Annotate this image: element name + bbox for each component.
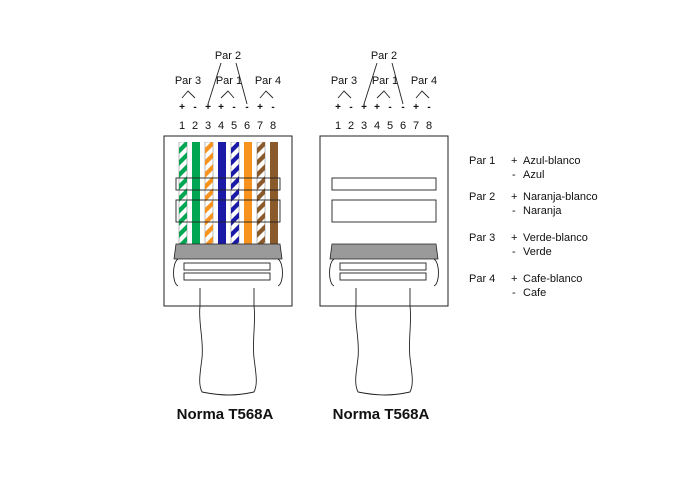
pin-1-polarity: + xyxy=(179,102,185,113)
pin-2-number: 2 xyxy=(192,120,198,132)
pin-6-number: 6 xyxy=(400,120,406,132)
legend-minus-sign: - xyxy=(512,169,516,181)
wire-group xyxy=(178,142,278,244)
legend-minus-sign: - xyxy=(512,287,516,299)
connector-clip xyxy=(173,243,283,260)
connector-clip xyxy=(329,243,439,260)
pin-7-polarity: + xyxy=(257,102,263,113)
legend-minus-sign: - xyxy=(512,205,516,217)
pin-1-number: 1 xyxy=(179,120,185,132)
legend-plus-sign: + xyxy=(511,232,517,244)
pin-6-polarity: - xyxy=(245,102,248,113)
wire-1 xyxy=(178,142,188,244)
pair-bracket-lines xyxy=(337,62,430,105)
legend-pair-name: Par 4 xyxy=(469,273,495,285)
pin-2-polarity: - xyxy=(349,102,352,113)
pair-1-label: Par 1 xyxy=(216,75,242,87)
legend-minus-color: Cafe xyxy=(523,287,546,299)
legend-plus-sign: + xyxy=(511,273,517,285)
wire-2 xyxy=(192,142,200,244)
wire-guide-bands xyxy=(175,177,281,223)
legend-plus-sign: + xyxy=(511,155,517,167)
legend-row-1: Par 1 + Azul-blanco-Azul xyxy=(469,155,580,181)
pin-5-number: 5 xyxy=(387,120,393,132)
pin-2-polarity: - xyxy=(193,102,196,113)
pin-7-number: 7 xyxy=(257,120,263,132)
pin-4-number: 4 xyxy=(218,120,224,132)
legend-plus-color: Verde-blanco xyxy=(523,232,588,244)
pin-3-polarity: + xyxy=(205,102,211,113)
network-cable xyxy=(355,288,413,396)
wire-4 xyxy=(218,142,226,244)
legend-plus-sign: + xyxy=(511,191,517,203)
connector-boot xyxy=(173,258,283,287)
legend-minus-color: Azul xyxy=(523,169,544,181)
wire-8 xyxy=(270,142,278,244)
legend-plus-color: Azul-blanco xyxy=(523,155,580,167)
legend-row-3: Par 3 + Verde-blanco-Verde xyxy=(469,232,588,258)
wire-6 xyxy=(244,142,252,244)
pin-3-number: 3 xyxy=(205,120,211,132)
legend-pair-name: Par 3 xyxy=(469,232,495,244)
pair-bracket-lines xyxy=(181,62,274,105)
standard-caption: Norma T568A xyxy=(333,406,430,423)
pair-1-label: Par 1 xyxy=(372,75,398,87)
legend-row-2: Par 2 + Naranja-blanco-Naranja xyxy=(469,191,598,217)
pin-3-polarity: + xyxy=(361,102,367,113)
legend-row-4: Par 4 + Cafe-blanco-Cafe xyxy=(469,273,582,299)
pin-1-number: 1 xyxy=(335,120,341,132)
pin-5-polarity: - xyxy=(388,102,391,113)
pin-8-polarity: - xyxy=(271,102,274,113)
pin-8-number: 8 xyxy=(426,120,432,132)
pin-6-number: 6 xyxy=(244,120,250,132)
pin-5-number: 5 xyxy=(231,120,237,132)
wire-guide-bands xyxy=(331,177,437,223)
pair-4-label: Par 4 xyxy=(411,75,437,87)
connector-boot xyxy=(329,258,439,287)
pin-7-number: 7 xyxy=(413,120,419,132)
legend-pair-name: Par 1 xyxy=(469,155,495,167)
wire-7 xyxy=(256,142,266,244)
pair-2-label: Par 2 xyxy=(371,50,397,62)
pin-4-polarity: + xyxy=(218,102,224,113)
pair-3-label: Par 3 xyxy=(331,75,357,87)
pin-8-polarity: - xyxy=(427,102,430,113)
pair-3-label: Par 3 xyxy=(175,75,201,87)
legend-minus-sign: - xyxy=(512,246,516,258)
connector-housing xyxy=(319,135,449,307)
pin-5-polarity: - xyxy=(232,102,235,113)
pin-1-polarity: + xyxy=(335,102,341,113)
pin-3-number: 3 xyxy=(361,120,367,132)
pin-4-number: 4 xyxy=(374,120,380,132)
legend-plus-color: Naranja-blanco xyxy=(523,191,598,203)
pin-6-polarity: - xyxy=(401,102,404,113)
pin-2-number: 2 xyxy=(348,120,354,132)
pin-7-polarity: + xyxy=(413,102,419,113)
network-cable xyxy=(199,288,257,396)
legend-plus-color: Cafe-blanco xyxy=(523,273,582,285)
pin-4-polarity: + xyxy=(374,102,380,113)
legend-pair-name: Par 2 xyxy=(469,191,495,203)
legend-minus-color: Naranja xyxy=(523,205,562,217)
standard-caption: Norma T568A xyxy=(177,406,274,423)
wire-3 xyxy=(204,142,214,244)
pin-8-number: 8 xyxy=(270,120,276,132)
wire-5 xyxy=(230,142,240,244)
legend-minus-color: Verde xyxy=(523,246,552,258)
pair-2-label: Par 2 xyxy=(215,50,241,62)
pair-4-label: Par 4 xyxy=(255,75,281,87)
